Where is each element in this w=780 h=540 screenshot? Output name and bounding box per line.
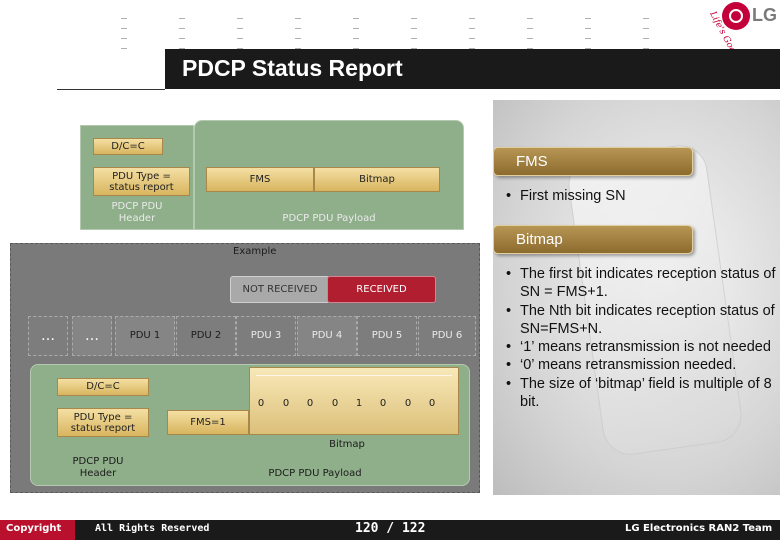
example-header-caption: PDCP PDU Header — [40, 456, 156, 480]
bitmap-bit: 0 — [282, 398, 290, 409]
fms-bullet-list: First missing SN — [498, 187, 768, 206]
pdu-ellipsis: … — [41, 328, 55, 344]
pdu-cell-3 — [236, 316, 296, 356]
pdu-cell-6 — [418, 316, 476, 356]
bitmap-bullet-list: The first bit indicates reception status… — [498, 265, 778, 411]
pdu-label-1: PDU 1 — [129, 330, 161, 341]
pdu-cell-2 — [176, 316, 236, 356]
bitmap-heading: Bitmap — [493, 225, 693, 254]
upper-pdu-type-field: PDU Type = status report — [93, 167, 190, 196]
bitmap-bit: 0 — [257, 398, 265, 409]
pdu-label-5: PDU 5 — [371, 330, 403, 341]
pdu-cell-5 — [357, 316, 417, 356]
example-bitmap-field — [249, 367, 459, 435]
example-header-line1: PDCP PDU — [72, 456, 124, 467]
upper-dc-label: D/C=C — [111, 141, 145, 152]
footer-rights: All Rights Reserved — [95, 523, 210, 534]
legend-not-received-label: NOT RECEIVED — [242, 284, 318, 295]
fms-bullet: First missing SN — [498, 187, 768, 206]
bitmap-bit: 0 — [306, 398, 314, 409]
upper-fms-label: FMS — [249, 174, 271, 185]
example-fms-value: FMS=1 — [190, 417, 226, 428]
footer-accent — [0, 520, 75, 540]
bitmap-divider — [256, 375, 452, 376]
example-pdu-type-line1: PDU Type = — [73, 412, 133, 423]
upper-pdu-type-line1: PDU Type = — [112, 171, 171, 182]
example-title: Example — [233, 246, 277, 257]
example-pdu-type-line2: status report — [70, 423, 136, 434]
example-bitmap-caption: Bitmap — [329, 439, 365, 450]
lg-logo-face-icon — [729, 9, 743, 23]
upper-fms-field: FMS — [206, 167, 314, 192]
legend-received-label: RECEIVED — [356, 284, 407, 295]
pdu-ellipsis-cell — [72, 316, 112, 356]
pdu-ellipsis: … — [85, 328, 99, 344]
footer-copyright: Copyright — [6, 523, 62, 534]
pdu-label-4: PDU 4 — [311, 330, 343, 341]
example-fms-field: FMS=1 — [167, 410, 249, 435]
fms-heading: FMS — [493, 147, 693, 176]
legend-received-box — [327, 276, 436, 303]
pdu-label-6: PDU 6 — [431, 330, 463, 341]
header-dash-pattern — [115, 18, 675, 54]
bitmap-bullet: The Nth bit indicates reception status o… — [498, 302, 778, 339]
page-title: PDCP Status Report — [182, 55, 403, 81]
bitmap-bit: 1 — [355, 398, 363, 409]
example-pdu-type-field: PDU Type = status report — [57, 408, 149, 437]
pdu-cell-4 — [297, 316, 357, 356]
pdu-cell-1 — [115, 316, 175, 356]
title-underline — [57, 89, 165, 90]
bitmap-bit: 0 — [331, 398, 339, 409]
upper-pdu-type-line2: status report — [109, 182, 174, 193]
upper-header-caption: PDCP PDU Header — [80, 201, 194, 225]
bitmap-bit: 0 — [379, 398, 387, 409]
upper-header-line2: Header — [118, 213, 156, 224]
pdu-label-3: PDU 3 — [250, 330, 282, 341]
bitmap-bullet: The first bit indicates reception status… — [498, 265, 778, 302]
bitmap-heading-text: Bitmap — [516, 231, 563, 248]
upper-header-line1: PDCP PDU — [111, 201, 163, 212]
example-payload-caption: PDCP PDU Payload — [268, 468, 362, 479]
bitmap-bullet: ‘1’ means retransmission is not needed — [498, 338, 778, 357]
lg-logo-text: LG — [752, 5, 777, 25]
bitmap-bit: 0 — [404, 398, 412, 409]
pdu-ellipsis-cell — [28, 316, 68, 356]
footer-page-number: 120 / 122 — [355, 521, 426, 536]
upper-bitmap-field: Bitmap — [314, 167, 440, 192]
upper-dc-field: D/C=C — [93, 138, 163, 155]
bitmap-bullet: The size of ‘bitmap’ field is multiple o… — [498, 375, 778, 412]
title-bar — [165, 49, 780, 89]
example-header-line2: Header — [79, 468, 117, 479]
pdu-label-2: PDU 2 — [190, 330, 222, 341]
example-dc-field: D/C=C — [57, 378, 149, 396]
footer-bar — [0, 520, 780, 540]
footer-team: LG Electronics RAN2 Team — [625, 523, 773, 534]
example-dc-label: D/C=C — [86, 381, 120, 392]
upper-bitmap-label: Bitmap — [359, 174, 395, 185]
fms-heading-text: FMS — [516, 153, 548, 170]
bitmap-bullet: ‘0’ means retransmission needed. — [498, 356, 778, 375]
bitmap-bit: 0 — [428, 398, 436, 409]
upper-payload-caption: PDCP PDU Payload — [282, 213, 376, 224]
